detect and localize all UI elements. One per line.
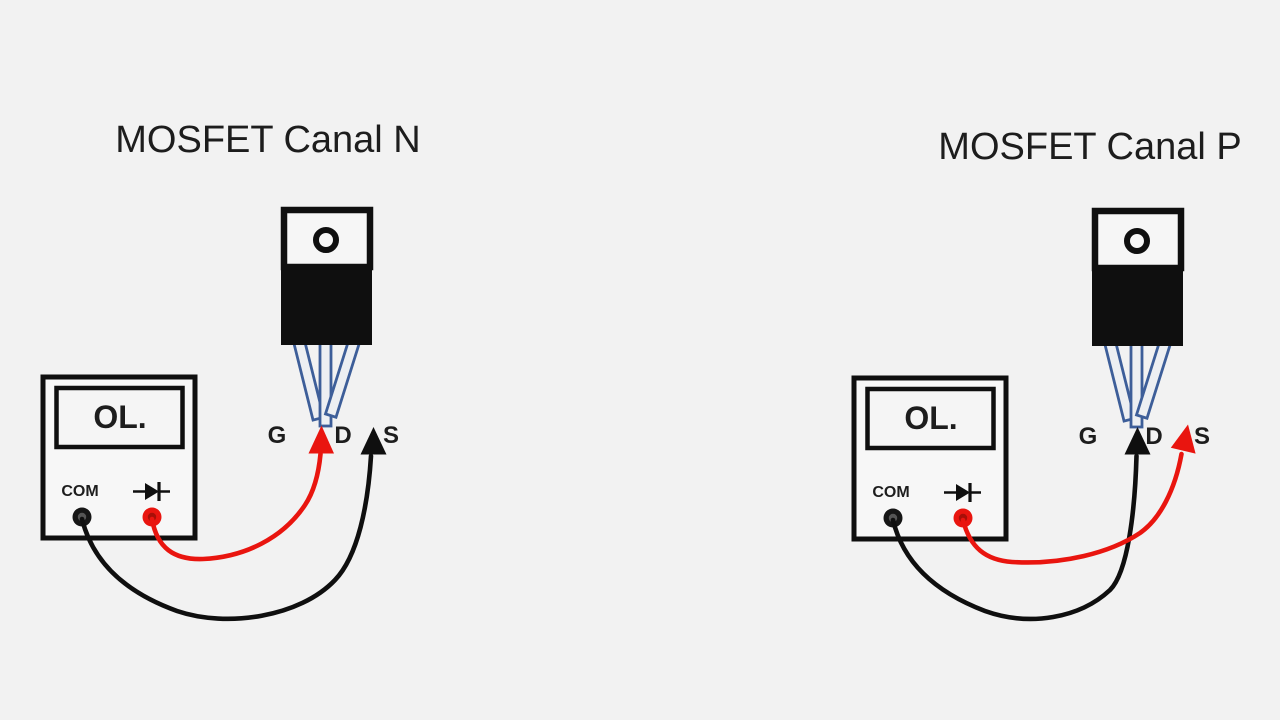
red-probe-wire [149, 451, 323, 562]
title-mosfet-canal-p: MOSFET Canal P [938, 126, 1242, 168]
meter-reading: OL. [93, 399, 147, 435]
pin-label-d: D [1145, 423, 1163, 450]
mosfet-p-probes [890, 424, 1196, 622]
meter-reading: OL. [904, 400, 958, 436]
pin-label-d: D [334, 422, 352, 449]
mosfet-n-probes [79, 425, 387, 622]
pin-label-g: G [267, 422, 287, 449]
red-probe-arrow-icon [308, 425, 334, 454]
red-probe-wire [960, 451, 1184, 565]
com-label: COM [872, 484, 910, 501]
black-probe-wire [890, 453, 1139, 622]
com-label: COM [61, 483, 99, 500]
pin-label-g: G [1078, 423, 1098, 450]
pin-label-s: S [382, 422, 400, 449]
black-probe-arrow-icon [1124, 427, 1151, 455]
red-probe-arrow-icon [1170, 424, 1196, 454]
black-probe-wire [79, 453, 374, 622]
black-probe-arrow-icon [360, 427, 387, 455]
pin-label-s: S [1193, 423, 1211, 450]
title-mosfet-canal-n: MOSFET Canal N [115, 119, 421, 161]
